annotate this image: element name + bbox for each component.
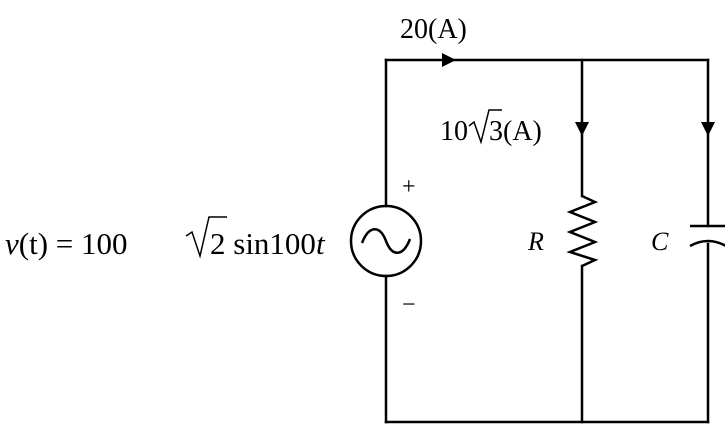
sine-wave-icon: [360, 228, 412, 254]
svg-text:10: 10: [440, 116, 468, 147]
resistor-symbol: [566, 194, 599, 268]
total-current-label: 20(A): [400, 14, 467, 45]
svg-text:2 sin100t: 2 sin100t: [210, 226, 326, 261]
minus-sign: −: [402, 292, 416, 318]
resistor-current-label: 10 3 (A): [440, 109, 542, 147]
capacitor-label: C: [651, 227, 669, 256]
arrow-total-current: [442, 53, 456, 67]
capacitor-symbol: [689, 224, 725, 248]
arrow-capacitor-current: [701, 122, 715, 136]
resistor-label: R: [527, 227, 544, 256]
ac-source: [349, 204, 423, 278]
arrow-resistor-current: [575, 122, 589, 136]
plus-sign: +: [402, 174, 416, 200]
ac-source-circle: [349, 204, 423, 278]
source-voltage-label: v(t) = 100 2 sin100t: [5, 216, 326, 261]
svg-text:(A): (A): [503, 116, 542, 147]
svg-text:3: 3: [489, 116, 503, 147]
svg-text:v(t) = 100: v(t) = 100: [5, 226, 128, 261]
